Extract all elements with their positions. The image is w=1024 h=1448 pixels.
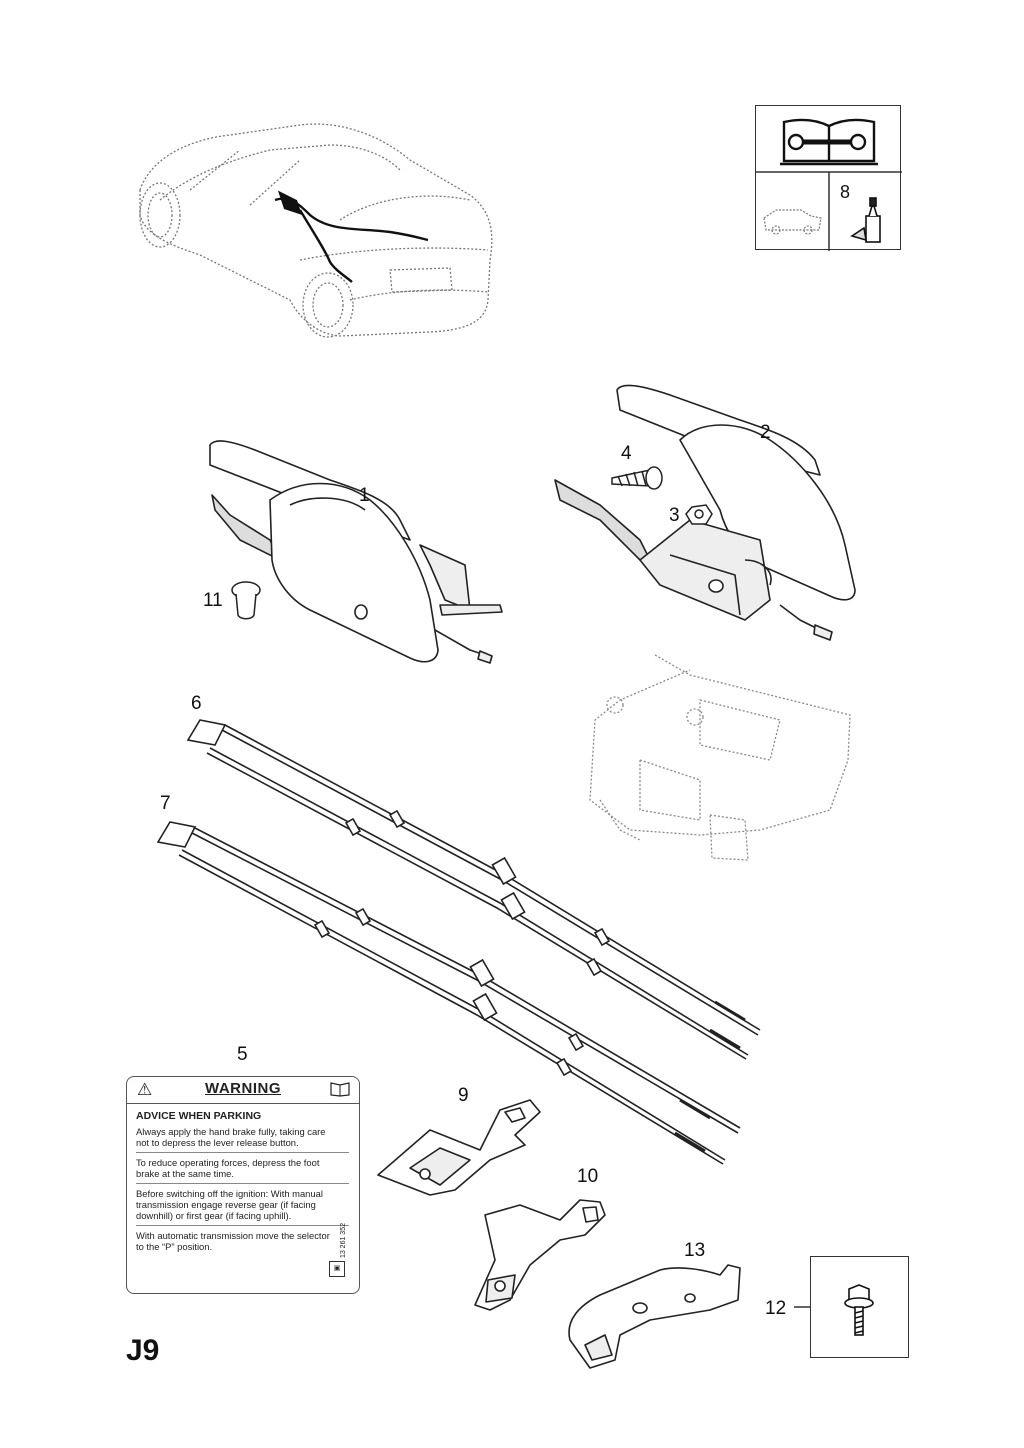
callout-6: 6 <box>191 693 202 714</box>
cable-set-7-illustration <box>156 821 741 1165</box>
adhesive-tube-icon <box>850 197 881 243</box>
cable-set-6-illustration <box>186 719 761 1060</box>
warning-label-heading: ADVICE WHEN PARKING <box>136 1110 262 1122</box>
callout-2: 2 <box>760 422 771 443</box>
vehicle-overview-illustration <box>139 123 493 338</box>
callout-8: 8 <box>840 182 850 202</box>
callout-11: 11 <box>203 590 223 611</box>
warning-label-5: ⚠ WARNING ADVICE WHEN PARKING Always app… <box>126 1076 360 1294</box>
handbrake-lever-2-illustration <box>554 384 856 641</box>
bracket-13-illustration <box>568 1264 741 1369</box>
bolt-12-box <box>810 1256 909 1358</box>
callout-12: 12 <box>765 1298 787 1319</box>
bracket-9-illustration <box>377 1099 541 1196</box>
nut-3-illustration <box>685 504 713 525</box>
handbrake-lever-1-illustration <box>209 440 503 664</box>
service-info-box: 8 <box>755 105 902 251</box>
callout-5: 5 <box>237 1044 248 1065</box>
service-info-grid: 8 <box>756 118 902 251</box>
callout-4: 4 <box>621 443 632 464</box>
page-code: J9 <box>126 1334 160 1367</box>
manual-book-icon <box>330 1082 350 1097</box>
callout-3: 3 <box>669 505 680 526</box>
brand-logo-icon: ▣ <box>329 1261 345 1277</box>
screw-4-illustration <box>611 466 663 490</box>
warning-label-para-1: Always apply the hand brake fully, takin… <box>136 1126 349 1153</box>
warning-label-header: ⚠ WARNING <box>127 1077 359 1104</box>
warning-triangle-icon: ⚠ <box>137 1080 153 1099</box>
warning-label-title: WARNING <box>205 1080 281 1097</box>
warning-label-code: 13 261 352 <box>340 1223 347 1259</box>
book-wrench-icon <box>780 118 878 166</box>
warning-label-para-3: Before switching off the ignition: With … <box>136 1188 349 1226</box>
callout-10: 10 <box>577 1166 599 1187</box>
warning-label-body: ADVICE WHEN PARKING Always apply the han… <box>127 1104 359 1256</box>
warning-label-para-2: To reduce operating forces, depress the … <box>136 1157 349 1184</box>
bracket-10-illustration <box>474 1199 606 1311</box>
callout-7: 7 <box>160 793 171 814</box>
bolt-12-icon <box>844 1284 874 1336</box>
warning-label-para-4: With automatic transmission move the sel… <box>136 1230 330 1252</box>
vehicle-cable-routing <box>274 190 429 283</box>
vehicle-silhouette-icon <box>763 209 822 235</box>
callout-9: 9 <box>458 1085 469 1106</box>
floor-panel-illustration <box>589 654 851 861</box>
callout-13: 13 <box>684 1240 706 1261</box>
callout-1: 1 <box>359 485 370 506</box>
plug-11-illustration <box>231 581 261 620</box>
